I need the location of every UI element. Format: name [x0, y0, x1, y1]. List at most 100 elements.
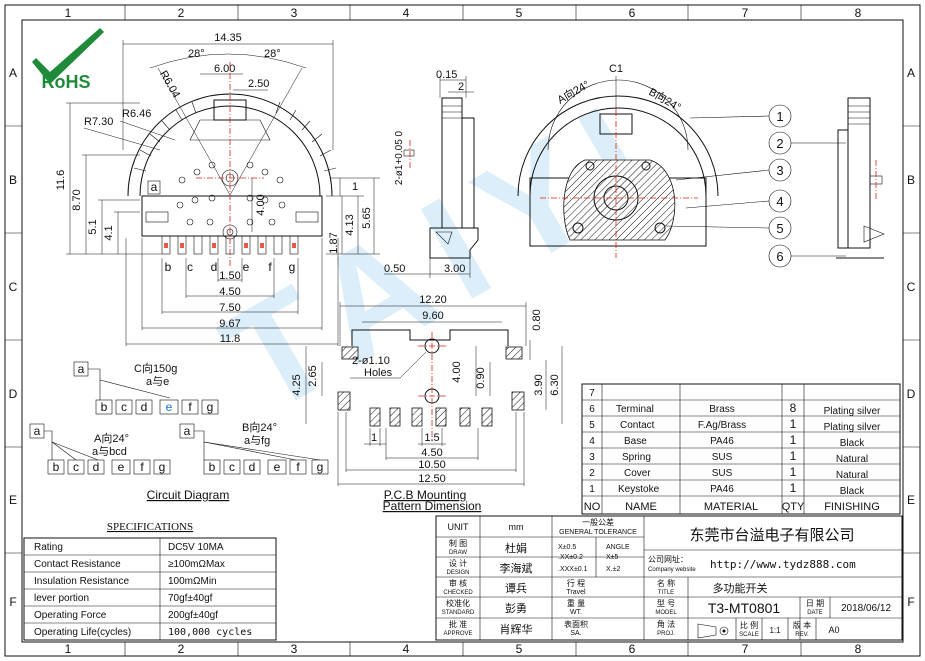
row-label: B: [9, 173, 17, 187]
circuit-letter: g: [317, 460, 324, 474]
bom-header: NO NAME MATERIAL QTY FINISHING: [584, 501, 880, 513]
svg-text:WT.: WT.: [570, 609, 582, 616]
pin-label: e: [243, 260, 250, 274]
row-label: C: [907, 280, 916, 294]
svg-text:重 量: 重 量: [567, 598, 585, 608]
row-label: B: [907, 173, 915, 187]
dim-label: 3.00: [444, 263, 465, 275]
dim-label: 0.50: [384, 263, 405, 275]
dim-label: 11.6: [55, 170, 67, 191]
dim-label: 4.1: [103, 225, 115, 240]
dim-label: 2-ø1.10: [352, 355, 390, 367]
dim-label: 4.50: [421, 447, 442, 459]
circuit-letter-a: a: [184, 424, 191, 438]
circuit-letter-active: e: [166, 400, 173, 414]
website-label-en: Company website: [648, 567, 696, 573]
title-block: UNIT mm 制 图 DRAW 杜娟 设 计 DESIGN 李海斌 审 核 C…: [435, 515, 903, 641]
svg-text:1: 1: [790, 417, 797, 431]
unit-label: UNIT: [448, 522, 469, 532]
svg-text:7: 7: [589, 388, 595, 399]
dim-label: 1.87: [328, 232, 340, 253]
company-name: 东莞市台溢电子有限公司: [689, 527, 854, 544]
callout-number: 5: [776, 221, 783, 236]
svg-text:FINISHING: FINISHING: [824, 501, 880, 513]
svg-text:Operating Life(cycles): Operating Life(cycles): [34, 627, 131, 638]
col-label: 3: [291, 6, 298, 20]
dim-label: 12.50: [418, 473, 446, 485]
callout-number: 3: [776, 163, 783, 178]
pin-label: b: [165, 260, 172, 274]
rev-label-en: REV.: [795, 632, 809, 638]
svg-text:6: 6: [589, 404, 595, 415]
role-row: 校准化 STANDARD 彭勇: [442, 598, 527, 616]
specifications-table: SPECIFICATIONS Rating DC5V 10MA Contact …: [23, 521, 277, 641]
dim-label: 4.25: [291, 374, 303, 395]
dim-label: 4.00: [451, 361, 463, 382]
proj-label-en: PROJ.: [657, 631, 675, 637]
front-view: 14.35 28° 28° 6.00 2.50 R6.04 R6.46 R7.3…: [55, 32, 380, 346]
svg-text:DESIGN: DESIGN: [446, 570, 469, 576]
pin-label: f: [268, 260, 272, 274]
dim-label: 6.00: [214, 63, 235, 75]
circuit-letter-a: a: [78, 362, 85, 376]
svg-text:行 程: 行 程: [567, 578, 585, 588]
svg-text:Rating: Rating: [34, 542, 63, 553]
svg-text:STANDARD: STANDARD: [442, 610, 475, 616]
svg-text:Natural: Natural: [836, 470, 868, 481]
unit-value: mm: [509, 522, 524, 532]
specs-title: SPECIFICATIONS: [107, 521, 193, 533]
dim-label: 5.1: [87, 219, 99, 234]
col-label: 7: [742, 642, 749, 656]
svg-text:.XX±0.2: .XX±0.2: [558, 554, 583, 561]
label-c1: C1: [609, 63, 623, 75]
side-view-left: 0.15 2 2-ø1+0.05 0 0.50 3.00: [384, 69, 479, 278]
rohs-text: RoHS: [42, 72, 91, 92]
svg-text:SUS: SUS: [712, 452, 733, 463]
circuit-b-sub: a与fg: [244, 434, 270, 447]
svg-text:Keystoke: Keystoke: [618, 484, 660, 495]
svg-text:70gf±40gf: 70gf±40gf: [168, 593, 213, 604]
dim-label: 1.50: [219, 270, 240, 282]
svg-text:2: 2: [589, 468, 595, 479]
svg-text:GENERAL TOLERANCE: GENERAL TOLERANCE: [559, 529, 637, 536]
pcb-title-line1: P.C.B Mounting: [384, 488, 467, 502]
circuit-letter: g: [207, 400, 214, 414]
role-row: 设 计 DESIGN 李海斌: [446, 558, 532, 576]
dim-label: 0.90: [475, 367, 487, 388]
svg-text:Spring: Spring: [622, 452, 651, 463]
dim-label: 0.80: [531, 309, 543, 330]
circuit-letter: b: [53, 460, 60, 474]
dim-label: 12.20: [419, 294, 447, 306]
dim-label: 28°: [188, 48, 205, 60]
col-label: 3: [291, 642, 298, 656]
svg-text:杜娟: 杜娟: [505, 541, 527, 555]
col-label: 6: [629, 6, 636, 20]
circuit-letter: f: [188, 400, 192, 414]
svg-text:ANGLE: ANGLE: [606, 544, 630, 551]
circuit-b-title: B向24°: [242, 420, 277, 434]
company-website: http://www.tydz888.com: [710, 558, 856, 571]
model-label-en: MODEL: [655, 610, 677, 616]
row-label: A: [907, 66, 915, 80]
rev-label-cn: 版 本: [793, 620, 811, 630]
spec-row: Operating Life(cycles) 100,000 cycles: [34, 627, 252, 638]
svg-text:Plating silver: Plating silver: [824, 406, 881, 417]
svg-text:Terminal: Terminal: [616, 404, 654, 415]
svg-text:APPROVE: APPROVE: [443, 631, 472, 637]
svg-text:Operating Force: Operating Force: [34, 610, 107, 621]
svg-text:1: 1: [790, 449, 797, 463]
role-row: 审 核 CHECKED 谭兵: [443, 578, 527, 596]
dim-label: 2-ø1+0.05 0: [394, 130, 405, 185]
svg-text:一般公差: 一般公差: [582, 517, 614, 527]
svg-text:1: 1: [790, 465, 797, 479]
row-label: C: [9, 280, 18, 294]
svg-text:设 计: 设 计: [449, 558, 467, 568]
col-label: 7: [742, 6, 749, 20]
col-label: 8: [855, 6, 862, 20]
dim-label: 5.65: [361, 207, 373, 228]
svg-text:5: 5: [589, 420, 595, 431]
bom-table: 7 6 Terminal Brass 8 Plating silver 5 Co…: [581, 383, 901, 515]
svg-text:NAME: NAME: [625, 501, 657, 513]
side-view-right: [836, 97, 885, 259]
bom-row: 5 Contact F.Ag/Brass 1 Plating silver: [589, 417, 881, 433]
